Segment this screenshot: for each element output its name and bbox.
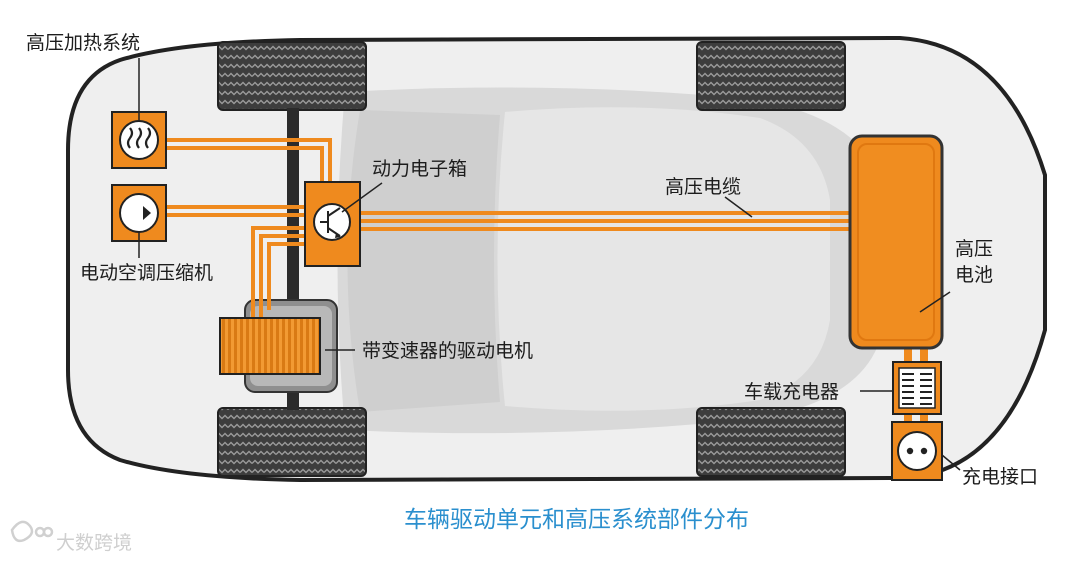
windshield — [347, 110, 500, 412]
cable-motor — [251, 226, 305, 320]
socket-icon — [897, 431, 937, 471]
cable-compressor — [165, 205, 305, 217]
label-hv-battery-2: 电池 — [955, 264, 993, 286]
car-roof — [497, 107, 830, 411]
label-hv-cable: 高压电缆 — [665, 176, 741, 198]
charger-coil-icon — [898, 367, 936, 409]
label-hv-battery-1: 高压 — [955, 238, 993, 260]
watermark: 大数跨境 — [10, 520, 132, 554]
tire-front-right — [217, 407, 367, 477]
label-power-electronics: 动力电子箱 — [372, 158, 467, 180]
cable-heating — [163, 138, 332, 187]
onboard-charger — [892, 361, 942, 415]
hv-battery — [848, 134, 944, 350]
power-electronics-box — [304, 181, 361, 267]
leader-lines — [138, 58, 961, 471]
label-ac-compressor: 电动空调压缩机 — [80, 262, 213, 284]
heater-icon — [119, 120, 159, 160]
label-onboard-charger: 车载充电器 — [744, 381, 839, 403]
label-hv-heating: 高压加热系统 — [26, 32, 140, 54]
hv-heating-unit — [111, 111, 167, 169]
compressor-icon — [119, 193, 159, 233]
tire-rear-left — [696, 41, 846, 111]
tire-front-left — [217, 41, 367, 111]
watermark-text: 大数跨境 — [56, 532, 132, 554]
tire-rear-right — [696, 407, 846, 477]
drive-motor — [219, 317, 321, 375]
label-drive-motor: 带变速器的驱动电机 — [362, 340, 533, 362]
cable-charger — [904, 348, 928, 426]
watermark-logo-icon — [10, 520, 54, 543]
charging-port — [891, 421, 943, 481]
figure-caption: 车辆驱动单元和高压系统部件分布 — [404, 507, 749, 533]
transistor-icon — [313, 203, 351, 241]
hv-cable — [360, 211, 850, 231]
label-charging-port: 充电接口 — [962, 466, 1038, 488]
